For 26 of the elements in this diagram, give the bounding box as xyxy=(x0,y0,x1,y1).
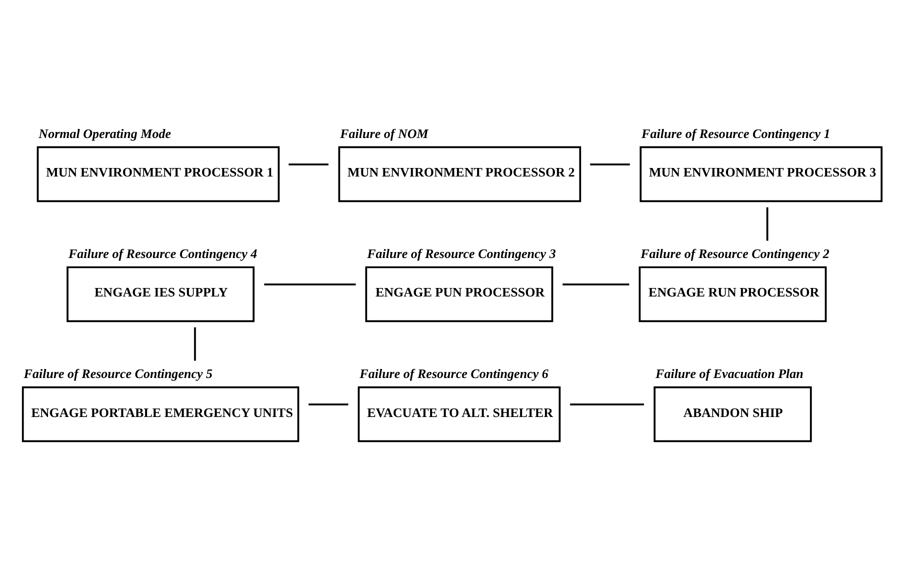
node-label: Failure of Evacuation Plan xyxy=(656,366,804,381)
connector xyxy=(590,163,630,165)
connector xyxy=(562,283,630,285)
connector xyxy=(288,163,328,165)
node-label: Failure of Resource Contingency 2 xyxy=(640,246,830,261)
connector xyxy=(766,206,768,240)
connector xyxy=(264,283,356,285)
node-box: ENGAGE PORTABLE EMERGENCY UNITS xyxy=(22,386,300,442)
node-label: Failure of Resource Contingency 3 xyxy=(367,246,556,261)
node-label: Failure of NOM xyxy=(340,126,428,141)
connector xyxy=(308,403,348,405)
node-box: ENGAGE PUN PROCESSOR xyxy=(365,266,554,322)
node-label: Failure of Resource Contingency 6 xyxy=(360,366,548,381)
node-box: ENGAGE RUN PROCESSOR xyxy=(638,266,827,322)
node-box: MUN ENVIRONMENT PROCESSOR 3 xyxy=(640,146,883,202)
node-label: Normal Operating Mode xyxy=(38,126,172,141)
node-box: MUN ENVIRONMENT PROCESSOR 2 xyxy=(338,146,582,202)
node-box: ENGAGE IES SUPPLY xyxy=(66,266,255,322)
node-label: Failure of Resource Contingency 4 xyxy=(68,246,258,261)
node-label: Failure of Resource Contingency 1 xyxy=(642,126,830,141)
node-box: MUN ENVIRONMENT PROCESSOR 1 xyxy=(36,146,280,202)
node-label: Failure of Resource Contingency 5 xyxy=(24,366,213,381)
node-box: EVACUATE TO ALT. SHELTER xyxy=(358,386,561,442)
connector xyxy=(570,403,644,405)
connector xyxy=(194,326,196,360)
node-box: ABANDON SHIP xyxy=(654,386,812,442)
